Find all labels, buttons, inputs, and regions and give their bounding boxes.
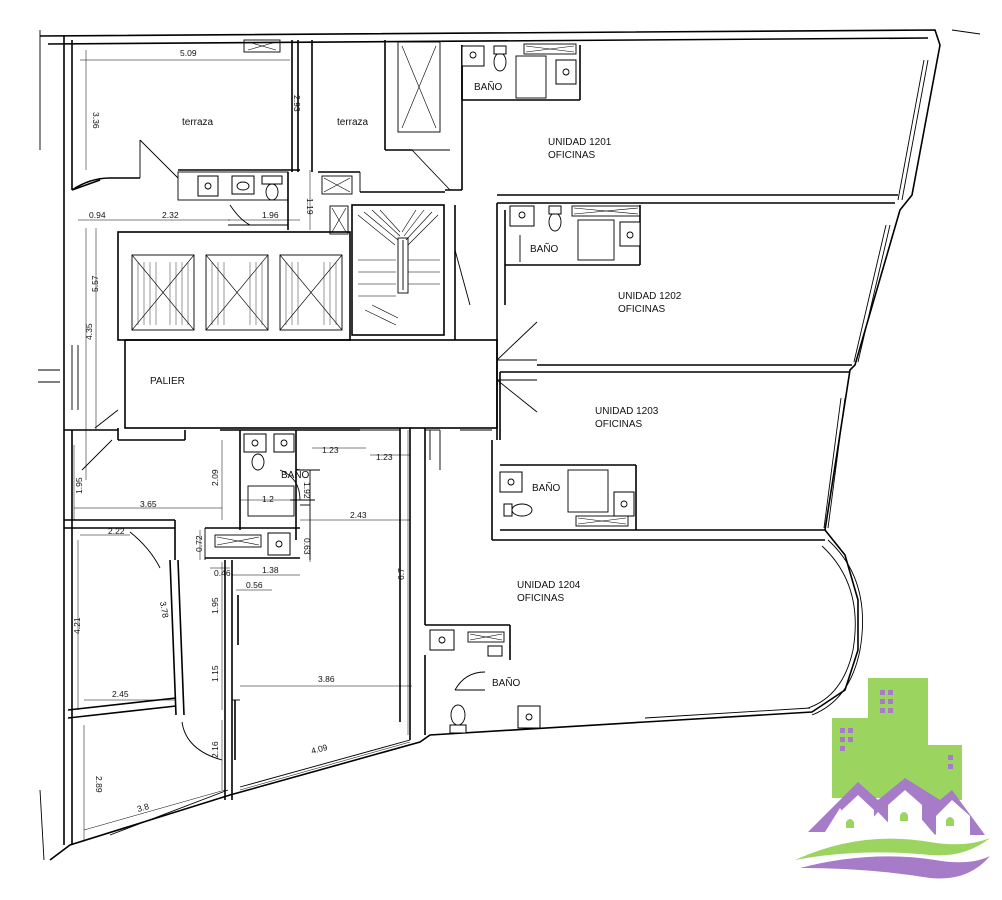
logo-wave bbox=[795, 838, 990, 860]
dim-label: 2.43 bbox=[350, 510, 367, 520]
dim-label: 3.86 bbox=[318, 674, 335, 684]
dim-label: 2.89 bbox=[94, 776, 104, 793]
dim-label: 5.09 bbox=[180, 48, 197, 58]
dim-label: 2.93 bbox=[292, 95, 302, 112]
dim-label: 5.57 bbox=[90, 275, 100, 292]
elevator-core bbox=[117, 231, 351, 341]
unit-1204-name: UNIDAD 1204 bbox=[517, 580, 581, 591]
dimension-labels: 5.09 3.36 2.93 0.94 2.32 1.96 1.19 5.57 … bbox=[72, 48, 406, 814]
dim-label: 1.19 bbox=[305, 198, 315, 215]
staircase bbox=[351, 204, 445, 336]
unit-1204-walls bbox=[399, 428, 541, 740]
center-bathroom bbox=[205, 430, 320, 560]
palier-hall bbox=[71, 45, 538, 471]
logo-tower bbox=[928, 745, 962, 800]
room-label-palier: PALIER bbox=[150, 376, 185, 387]
dim-label: 0.63 bbox=[302, 538, 312, 555]
dim-label: 0.56 bbox=[246, 580, 263, 590]
dim-label: 1.96 bbox=[262, 210, 279, 220]
dim-label: 3.8 bbox=[136, 801, 150, 814]
unit-1203-walls bbox=[491, 372, 825, 541]
unit-1203-name: UNIDAD 1203 bbox=[595, 406, 659, 417]
dim-label: 2.45 bbox=[112, 689, 129, 699]
room-label-bano-1201: BAÑO bbox=[474, 80, 503, 93]
dim-label: 0.46 bbox=[214, 568, 231, 578]
room-label-bano-1204: BAÑO bbox=[492, 676, 521, 689]
dim-label: 1.95 bbox=[210, 597, 220, 614]
dim-label: 4.35 bbox=[84, 323, 94, 340]
room-label-bano-1202: BAÑO bbox=[530, 242, 559, 255]
unit-1201-use: OFICINAS bbox=[548, 150, 596, 161]
dim-label: 2.32 bbox=[162, 210, 179, 220]
unit-1202-use: OFICINAS bbox=[618, 304, 666, 315]
unit-1201-name: UNIDAD 1201 bbox=[548, 137, 612, 148]
terrace-area bbox=[71, 40, 451, 193]
dim-label: 2.22 bbox=[108, 526, 125, 536]
dim-label: 1.38 bbox=[262, 565, 279, 575]
unit-1204-use: OFICINAS bbox=[517, 593, 565, 604]
dim-label: 1.23 bbox=[376, 452, 393, 462]
unit-1203-use: OFICINAS bbox=[595, 419, 643, 430]
dim-label: 1.2 bbox=[262, 494, 274, 504]
unit-1202-name: UNIDAD 1202 bbox=[618, 291, 682, 302]
logo-wave bbox=[800, 856, 990, 879]
room-label-bano-center: BAÑO bbox=[281, 468, 310, 481]
dim-label: 1.92 bbox=[302, 482, 312, 499]
unit-1201-walls bbox=[461, 43, 898, 204]
left-units bbox=[64, 429, 240, 845]
dim-label: 4.09 bbox=[310, 742, 329, 756]
dim-label: 3.65 bbox=[140, 499, 157, 509]
dim-label: 1.15 bbox=[210, 665, 220, 682]
room-label-terraza-left: terraza bbox=[182, 117, 214, 128]
dim-label: 0.72 bbox=[194, 535, 204, 552]
dim-label: 6.7 bbox=[396, 568, 406, 580]
unit-1202-walls bbox=[496, 203, 852, 373]
dim-label: 2.09 bbox=[210, 469, 220, 486]
outer-walls bbox=[38, 29, 981, 861]
room-label-bano-1203: BAÑO bbox=[532, 481, 561, 494]
dim-label: 4.21 bbox=[72, 617, 82, 634]
room-labels: terraza terraza PALIER BAÑO BAÑO BAÑO BA… bbox=[150, 80, 682, 689]
room-label-terraza-right: terraza bbox=[337, 117, 369, 128]
bathroom-upper-left bbox=[177, 171, 289, 230]
dim-label: 2.16 bbox=[210, 741, 220, 758]
dim-label: 3.36 bbox=[91, 112, 101, 129]
dim-label: 3.78 bbox=[158, 601, 171, 619]
real-estate-logo-icon bbox=[795, 678, 990, 879]
ventilation-shafts bbox=[243, 39, 441, 235]
dim-label: 1.23 bbox=[322, 445, 339, 455]
dimension-lines bbox=[73, 50, 412, 840]
logo-tower bbox=[868, 678, 928, 798]
dim-label: 1.95 bbox=[74, 477, 84, 494]
dim-label: 0.94 bbox=[89, 210, 106, 220]
